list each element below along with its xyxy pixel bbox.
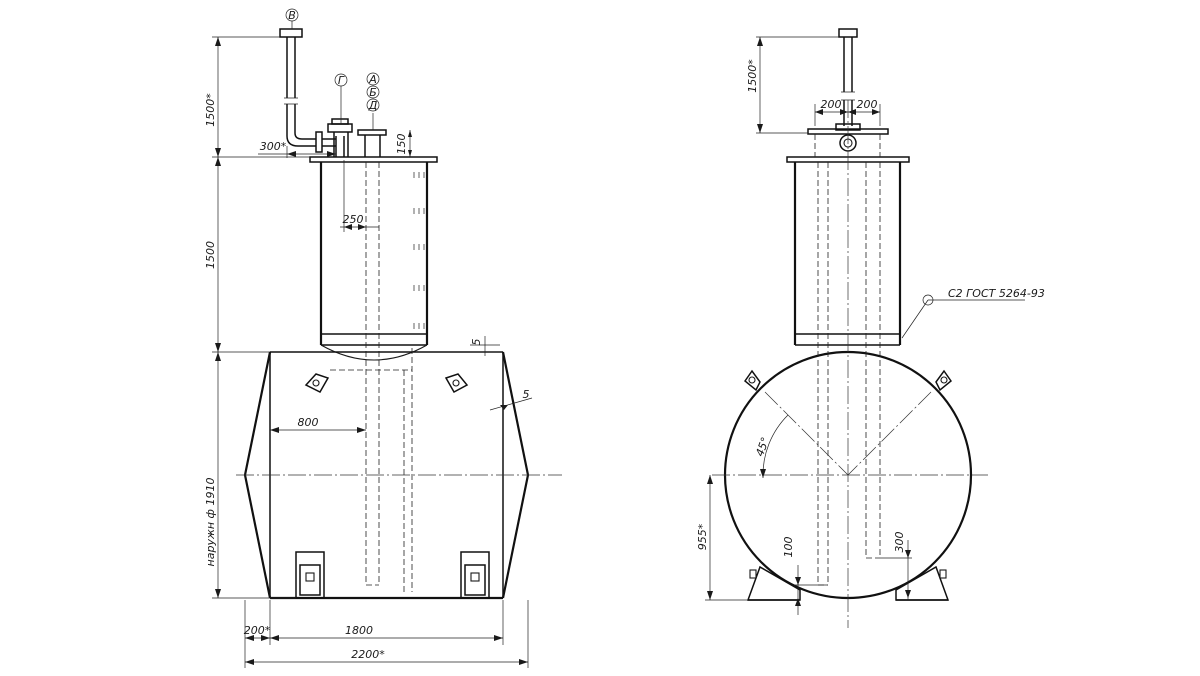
dim-cone-len: 200* [244,624,271,637]
side-dim-support-h: 955* [696,523,709,550]
side-dim-pipe-100: 100 [782,537,795,558]
vent-pipe [279,28,345,158]
neck-shaft [319,162,429,361]
dim-neck-offset: 250 [343,213,364,226]
side-diag-right [847,391,932,476]
side-dimension-lines [705,36,1025,615]
callout-a: А [368,73,377,86]
dim-vent-offset: 300* [260,140,287,153]
callout-g: Г [338,74,345,87]
dim-body-dia: наружн ф 1910 [204,478,217,567]
callout-d: Д [368,99,378,112]
callout-b: Б [369,86,377,99]
side-saddle-supports [746,565,950,601]
lifting-lugs [304,373,469,394]
dim-gap: 5 [470,339,483,346]
side-dim-angle: 45° [753,435,772,458]
side-dim-pipe-300: 300 [893,532,906,553]
callout-v: В [288,9,296,22]
ladder-rungs [413,172,425,329]
front-view: В Г А Б Д 1500* 300* 150 250 1500 5 5 80… [204,8,562,668]
dim-body-len: 1800 [345,624,373,637]
side-dim-right-200: 200 [857,98,878,111]
callout-v-circle [285,8,299,22]
front-dimension-lines [212,36,533,668]
neck-flange [309,156,438,163]
internal-pipes [330,162,413,592]
dim-vent-height: 1500* [204,93,217,127]
side-dim-vent-height: 1500* [746,59,759,93]
dim-hatch-offset: 800 [298,416,319,429]
side-diag-left [764,391,849,476]
side-lifting-lugs [743,369,953,392]
callout-d-circle [366,98,380,112]
side-dim-left-200: 200 [821,98,842,111]
side-internal-pipes [817,162,881,586]
saddle-supports [295,551,490,599]
side-weld-note: С2 ГОСТ 5264-93 [948,287,1045,300]
callout-b-circle [366,85,380,99]
front-callout-leaders [291,21,374,130]
tank-body [236,351,562,600]
dim-neck-height: 1500 [204,241,217,269]
callout-g-circle [334,73,348,87]
dim-angle: 5 [523,388,530,401]
callout-a-circle [366,72,380,86]
side-view: 1500* 200 200 С2 ГОСТ 5264-93 45° 100 30… [696,28,1045,628]
dim-flange-h: 150 [395,134,408,155]
dim-overall-len: 2200* [351,648,385,661]
